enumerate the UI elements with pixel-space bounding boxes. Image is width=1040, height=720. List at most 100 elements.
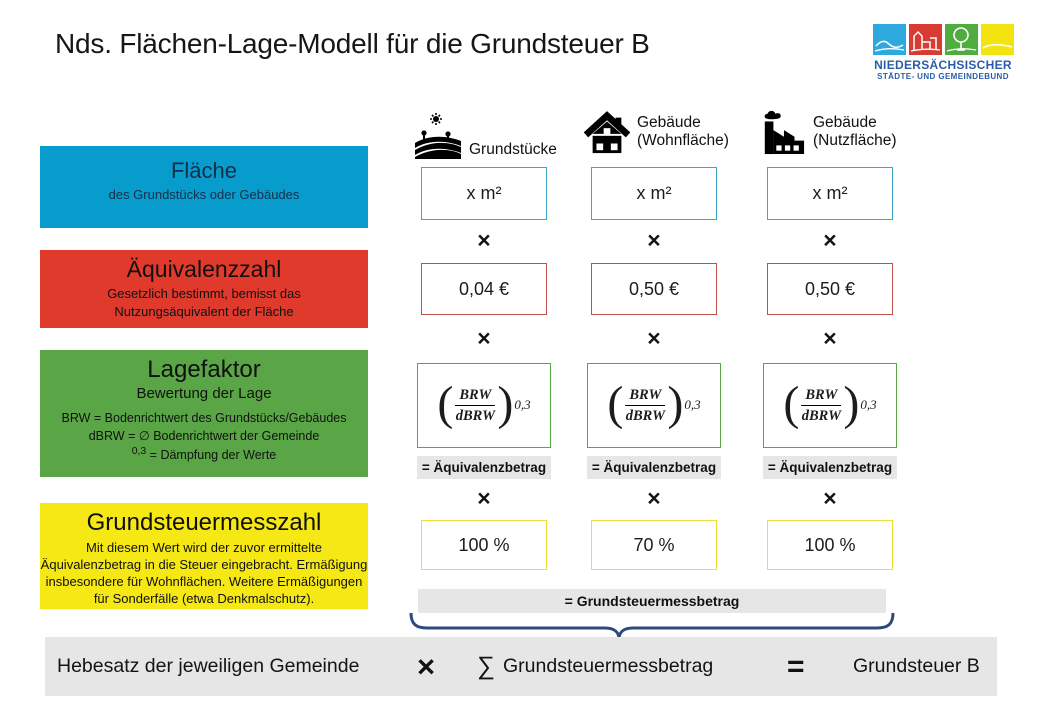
- exponent-sup: 0,3: [131, 446, 147, 457]
- factor-aequivalenzzahl: Äquivalenzzahl Gesetzlich bestimmt, bemi…: [40, 250, 368, 328]
- flaeche-subtitle: des Grundstücks oder Gebäudes: [108, 187, 300, 202]
- factor-grundsteuermesszahl: Grundsteuermesszahl Mit diesem Wert wird…: [40, 503, 368, 609]
- aequivalenzbetrag-bar: = Äquivalenzbetrag: [417, 456, 551, 479]
- logo-tree-icon: [944, 24, 978, 55]
- exponent-rest: = Dämpfung der Werte: [146, 448, 277, 463]
- house-icon: [584, 111, 630, 154]
- multiply-sign: ×: [823, 485, 837, 511]
- equivalence-rate-box: 0,50 €: [767, 263, 893, 315]
- formula-exponent: 0,3: [684, 396, 701, 412]
- factory-icon: [764, 110, 805, 155]
- area-value-box: x m²: [421, 167, 547, 220]
- lagefaktor-def-dbrw: dBRW = ∅ Bodenrichtwert der Gemeinde: [88, 428, 320, 443]
- messzahl-percent-box: 70 %: [591, 520, 717, 570]
- messbetrag-label: Grundsteuermessbetrag: [503, 655, 714, 677]
- aequivalenzbetrag-bar: = Äquivalenzbetrag: [763, 456, 897, 479]
- column-label: Gebäude (Nutzfläche): [813, 114, 897, 150]
- fraction-numerator: BRW: [455, 386, 496, 406]
- logo-squares-icon: [870, 24, 1016, 55]
- column-label-line1: Gebäude: [813, 114, 877, 132]
- page-title: Nds. Flächen-Lage-Modell für die Grundst…: [55, 28, 650, 59]
- fraction: BRW dBRW: [455, 386, 496, 425]
- messzahl-line1: Mit diesem Wert wird der zuvor ermittelt…: [86, 540, 322, 555]
- aequivalenzzahl-line2: Nutzungsäquivalent der Fläche: [114, 303, 294, 319]
- fraction-numerator: BRW: [625, 386, 666, 406]
- logo-text-line2: STÄDTE- UND GEMEINDEBUND: [877, 72, 1009, 81]
- footer-multiply-sign: ×: [417, 648, 436, 684]
- flaeche-title: Fläche: [170, 158, 238, 183]
- messzahl-line4: für Sonderfälle (etwa Denkmalschutz).: [93, 591, 315, 607]
- sum-symbol: ∑: [477, 652, 495, 680]
- area-value-box: x m²: [591, 167, 717, 220]
- paren-open: (: [783, 376, 800, 430]
- location-factor-formula-box: ( BRW dBRW ) 0,3: [587, 363, 721, 448]
- logo-landscape-icon: [980, 24, 1014, 55]
- lagefaktor-title: Lagefaktor: [147, 356, 261, 383]
- aequivalenzbetrag-bar: = Äquivalenzbetrag: [587, 456, 721, 479]
- underbrace-icon: [409, 613, 895, 665]
- fraction: BRW dBRW: [625, 386, 666, 425]
- multiply-sign: ×: [477, 325, 491, 351]
- messzahl-percent-box: 100 %: [767, 520, 893, 570]
- factor-flaeche: Fläche des Grundstücks oder Gebäudes: [40, 146, 368, 228]
- messzahl-title: Grundsteuermesszahl: [86, 509, 322, 536]
- column-gebaeude-nutzflaeche: Gebäude (Nutzfläche) x m² × 0,50 € × ( B…: [760, 103, 900, 573]
- column-gebaeude-wohnflaeche: Gebäude (Wohnfläche) x m² × 0,50 € × ( B…: [584, 103, 729, 573]
- fraction-numerator: BRW: [801, 386, 842, 406]
- column-header: Gebäude (Wohnfläche): [584, 103, 774, 161]
- fraction: BRW dBRW: [801, 386, 842, 425]
- logo-buildings-icon: [908, 24, 942, 55]
- multiply-sign: ×: [823, 227, 837, 253]
- hebesatz-label: Hebesatz der jeweiligen Gemeinde: [57, 655, 360, 677]
- multiply-sign: ×: [647, 227, 661, 253]
- formula-exponent: 0,3: [514, 396, 531, 412]
- column-header: Gebäude (Nutzfläche): [760, 103, 950, 161]
- messzahl-percent-box: 100 %: [421, 520, 547, 570]
- location-factor-formula-box: ( BRW dBRW ) 0,3: [763, 363, 897, 448]
- column-label-line1: Gebäude: [637, 114, 701, 132]
- multiply-sign: ×: [823, 325, 837, 351]
- fraction-denominator: dBRW: [455, 408, 495, 424]
- paren-close: ): [843, 376, 860, 430]
- multiply-sign: ×: [647, 485, 661, 511]
- logo-city-icon: [872, 24, 906, 55]
- equivalence-rate-box: 0,04 €: [421, 263, 547, 315]
- multiply-sign: ×: [477, 485, 491, 511]
- brw-formula: ( BRW dBRW ) 0,3: [437, 376, 531, 430]
- multiply-sign: ×: [647, 325, 661, 351]
- lagefaktor-subtitle: Bewertung der Lage: [136, 385, 272, 402]
- paren-close: ): [497, 376, 514, 430]
- lagefaktor-def-brw: BRW = Bodenrichtwert des Grundstücks/Geb…: [61, 411, 347, 425]
- column-label: Gebäude (Wohnfläche): [637, 114, 729, 150]
- aequivalenzzahl-description: Gesetzlich bestimmt, bemisst das Nutzung…: [40, 285, 368, 320]
- footer-equation-bar: Hebesatz der jeweiligen Gemeinde × ∑ Gru…: [45, 637, 997, 696]
- field-icon: [415, 113, 461, 159]
- aequivalenzzahl-title: Äquivalenzzahl: [126, 256, 282, 282]
- equivalence-rate-box: 0,50 €: [591, 263, 717, 315]
- factor-lagefaktor: Lagefaktor Bewertung der Lage BRW = Bode…: [40, 350, 368, 477]
- messzahl-line2: Äquivalenzbetrag in die Steuer eingebrac…: [40, 557, 368, 573]
- fraction-denominator: dBRW: [625, 408, 665, 424]
- location-factor-formula-box: ( BRW dBRW ) 0,3: [417, 363, 551, 448]
- column-label-line2: (Wohnfläche): [637, 132, 729, 149]
- grundsteuer-b-label: Grundsteuer B: [853, 655, 980, 677]
- brw-formula: ( BRW dBRW ) 0,3: [607, 376, 701, 430]
- messzahl-line3: insbesondere für Wohnflächen. Weitere Er…: [45, 574, 363, 590]
- aequivalenzzahl-line1: Gesetzlich bestimmt, bemisst das: [107, 286, 301, 301]
- area-value-box: x m²: [767, 167, 893, 220]
- paren-close: ): [667, 376, 684, 430]
- lagefaktor-definitions: BRW = Bodenrichtwert des Grundstücks/Geb…: [40, 410, 368, 465]
- paren-open: (: [607, 376, 624, 430]
- brw-formula: ( BRW dBRW ) 0,3: [783, 376, 877, 430]
- column-label: Grundstücke: [469, 141, 557, 159]
- messzahl-description: Mit diesem Wert wird der zuvor ermittelt…: [40, 539, 368, 608]
- fraction-denominator: dBRW: [801, 408, 841, 424]
- lagefaktor-def-exponent: 0,3 = Dämpfung der Werte: [40, 445, 368, 465]
- multiply-sign: ×: [477, 227, 491, 253]
- column-grundstuecke: Grundstücke x m² × 0,04 € × ( BRW dBRW )…: [414, 103, 557, 573]
- paren-open: (: [437, 376, 454, 430]
- formula-exponent: 0,3: [860, 396, 877, 412]
- column-header: Grundstücke: [414, 103, 604, 161]
- column-label-line2: (Nutzfläche): [813, 132, 897, 149]
